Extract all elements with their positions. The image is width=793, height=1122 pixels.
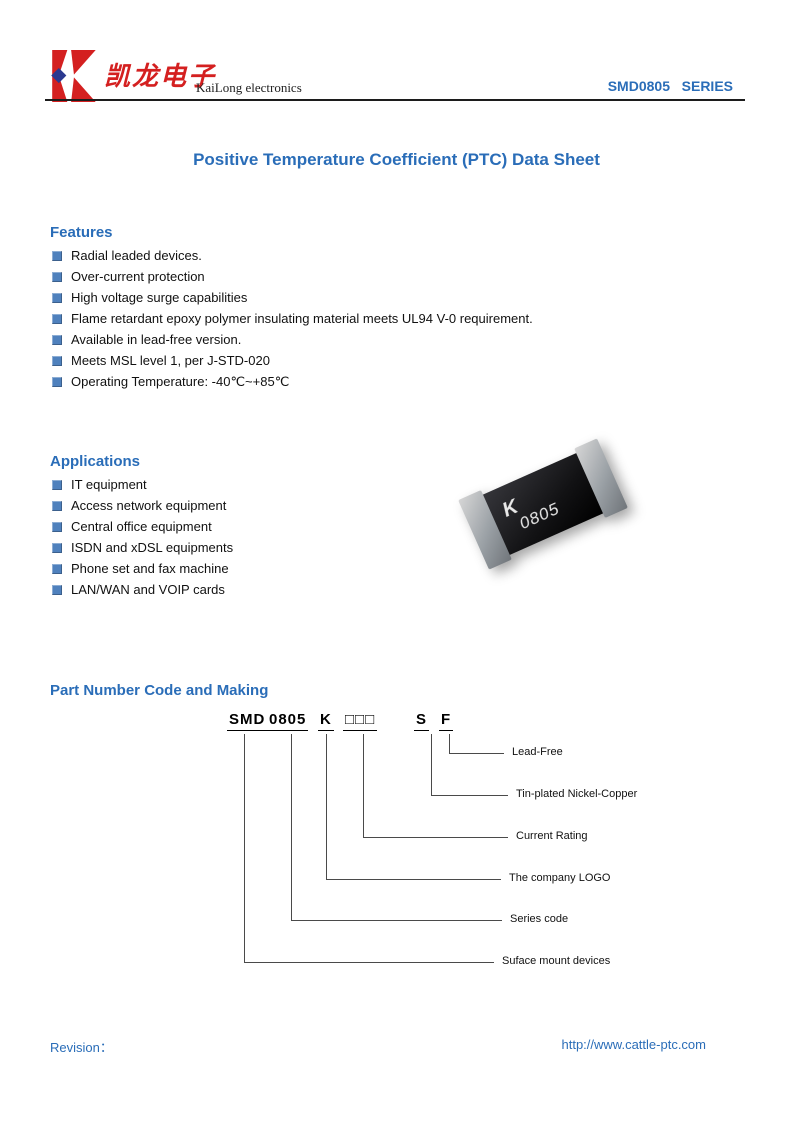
series-title: SMD0805 SERIES: [607, 78, 733, 94]
part-code-label: Series code: [510, 913, 569, 925]
part-code-label: Tin-plated Nickel-Copper: [516, 788, 638, 800]
connector-horizontal-line: [363, 837, 508, 838]
square-bullet-icon: [52, 292, 62, 303]
square-bullet-icon: [52, 542, 62, 553]
logo-english-text: KaiLong electronics: [196, 80, 302, 95]
part-code-label: The company LOGO: [509, 872, 611, 884]
features-list: Radial leaded devices. Over-current prote…: [52, 245, 533, 392]
list-item: Flame retardant epoxy polymer insulating…: [52, 308, 533, 329]
list-item-text: Over-current protection: [71, 269, 205, 284]
square-bullet-icon: [52, 563, 62, 574]
applications-heading: Applications: [50, 453, 141, 470]
list-item-text: Central office equipment: [71, 519, 212, 534]
list-item-text: Meets MSL level 1, per J-STD-020: [71, 353, 270, 368]
list-item-text: Radial leaded devices.: [71, 248, 202, 263]
connector-vertical-line: [449, 734, 450, 753]
connector-vertical-line: [363, 734, 364, 837]
connector-horizontal-line: [326, 879, 501, 880]
square-bullet-icon: [52, 479, 62, 490]
list-item: ISDN and xDSL equipments: [52, 537, 233, 558]
list-item-text: High voltage surge capabilities: [71, 290, 248, 305]
list-item: LAN/WAN and VOIP cards: [52, 579, 233, 600]
connector-vertical-line: [326, 734, 327, 879]
connector-horizontal-line: [244, 962, 494, 963]
connector-vertical-line: [431, 734, 432, 795]
part-code-label: Lead-Free: [512, 746, 563, 758]
list-item-text: Phone set and fax machine: [71, 561, 229, 576]
part-code-segment: SMD: [227, 711, 268, 731]
part-code-label: Suface mount devices: [502, 955, 611, 967]
website-link[interactable]: http://www.cattle-ptc.com: [561, 1037, 707, 1052]
list-item-text: Operating Temperature: -40℃~+85℃: [71, 373, 290, 389]
smd-chip: K 0805: [458, 438, 628, 570]
square-bullet-icon: [52, 271, 62, 282]
connector-horizontal-line: [431, 795, 508, 796]
list-item: Access network equipment: [52, 495, 233, 516]
connector-horizontal-line: [291, 920, 502, 921]
component-photo: K 0805: [455, 438, 635, 570]
revision-label: Revision：: [50, 1040, 113, 1055]
square-bullet-icon: [52, 250, 62, 261]
list-item: Phone set and fax machine: [52, 558, 233, 579]
list-item: Operating Temperature: -40℃~+85℃: [52, 371, 533, 392]
part-code-segment: □□□: [343, 711, 378, 731]
features-heading: Features: [50, 224, 113, 241]
square-bullet-icon: [52, 521, 62, 532]
square-bullet-icon: [52, 355, 62, 366]
list-item: Meets MSL level 1, per J-STD-020: [52, 350, 533, 371]
list-item-text: Access network equipment: [71, 498, 227, 513]
part-code-label: Current Rating: [516, 830, 588, 842]
list-item: Available in lead-free version.: [52, 329, 533, 350]
kailong-logo-icon: [51, 50, 96, 102]
square-bullet-icon: [52, 376, 62, 387]
part-code-segment: K: [318, 711, 334, 731]
list-item: Over-current protection: [52, 266, 533, 287]
part-code-segment: F: [439, 711, 454, 731]
list-item: Central office equipment: [52, 516, 233, 537]
connector-vertical-line: [291, 734, 292, 920]
list-item-text: ISDN and xDSL equipments: [71, 540, 234, 555]
list-item-text: Available in lead-free version.: [71, 332, 242, 347]
header-divider: [45, 99, 745, 101]
square-bullet-icon: [52, 584, 62, 595]
part-number-heading: Part Number Code and Making: [50, 682, 269, 699]
part-code-segment: S: [414, 711, 430, 731]
document-title: Positive Temperature Coefficient (PTC) D…: [193, 150, 600, 169]
list-item: Radial leaded devices.: [52, 245, 533, 266]
connector-horizontal-line: [449, 753, 504, 754]
square-bullet-icon: [52, 500, 62, 511]
list-item: IT equipment: [52, 474, 233, 495]
square-bullet-icon: [52, 313, 62, 324]
list-item-text: IT equipment: [71, 477, 147, 492]
list-item-text: Flame retardant epoxy polymer insulating…: [71, 311, 533, 326]
square-bullet-icon: [52, 334, 62, 345]
part-code-segment: 0805: [267, 711, 309, 731]
logo-chinese-text: 凯龙电子: [104, 61, 217, 91]
connector-vertical-line: [244, 734, 245, 962]
list-item-text: LAN/WAN and VOIP cards: [71, 582, 225, 597]
list-item: High voltage surge capabilities: [52, 287, 533, 308]
